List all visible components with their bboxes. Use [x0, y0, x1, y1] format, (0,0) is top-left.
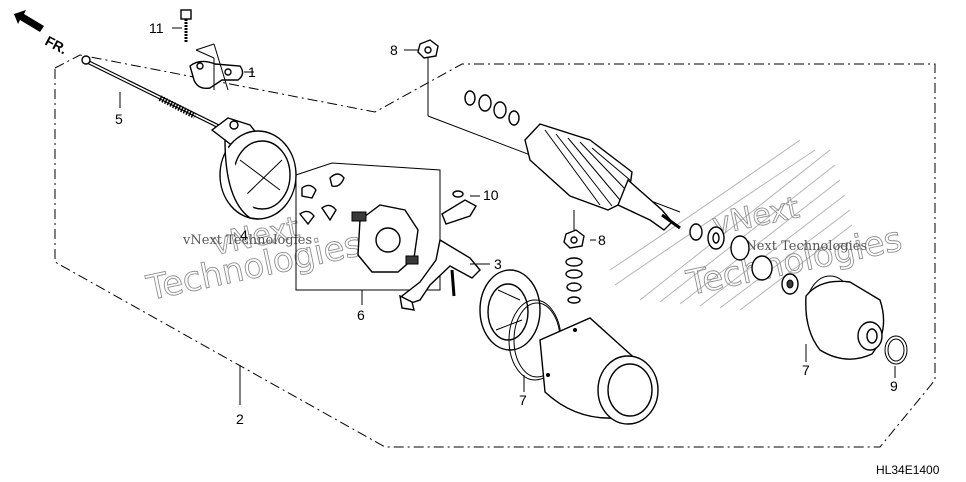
- watermark-small-right: vNext Technologies: [737, 239, 867, 254]
- callout-7-right: 7: [802, 362, 810, 378]
- small-bolt: [180, 9, 192, 42]
- watermark-left: vNext Technologies: [142, 210, 366, 310]
- watermark-small-left: vNext Technologies: [182, 233, 312, 248]
- terminal-bracket: [189, 60, 244, 90]
- brush-holder: [299, 173, 419, 273]
- callout-6: 6: [357, 307, 365, 323]
- motor-yoke: [539, 317, 659, 425]
- commutator-end-housing: [479, 269, 541, 351]
- washer-stack-top: [464, 90, 520, 126]
- callout-8-top: 8: [390, 42, 398, 58]
- callout-labels: 11 1 5 4 2 8 10 3 6 8 7 7 9: [115, 20, 898, 427]
- callout-7-left: 7: [519, 392, 527, 408]
- callout-10: 10: [483, 187, 499, 203]
- assembly-boundary: [54, 54, 936, 448]
- callout-5: 5: [115, 111, 123, 127]
- diagram-code: HL34E1400: [876, 463, 940, 477]
- callout-11: 11: [149, 20, 164, 36]
- shaft-washers-right: [689, 223, 799, 295]
- brush-clip: [441, 190, 477, 225]
- callout-4: 4: [240, 227, 248, 243]
- watermark-wing-logo: [609, 139, 853, 311]
- o-ring-small: [884, 335, 908, 365]
- through-bolt: [81, 55, 231, 134]
- callout-3: 3: [494, 256, 502, 272]
- rear-end-cover: [805, 280, 885, 360]
- callout-2: 2: [236, 411, 244, 427]
- callout-8-lower: 8: [598, 232, 606, 248]
- front-housing: [210, 117, 297, 220]
- leader-lines: [119, 27, 896, 405]
- callout-1: 1: [248, 64, 256, 80]
- washer-stack-lower: [565, 210, 583, 304]
- nut-lower: [563, 229, 585, 249]
- nut-top: [417, 39, 439, 116]
- front-direction-arrow-icon: [14, 10, 44, 32]
- brush-set: [399, 238, 481, 311]
- front-direction-label: FR.: [43, 33, 70, 58]
- callout-9: 9: [890, 378, 898, 394]
- armature: [524, 123, 681, 231]
- brush-holder-group-box: [295, 162, 441, 291]
